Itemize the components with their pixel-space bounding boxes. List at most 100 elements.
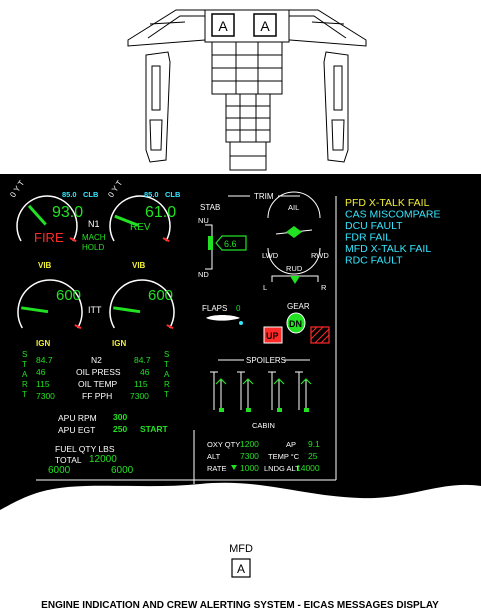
gear-right-hatching — [310, 326, 330, 344]
ail-lwd-label: LWD — [262, 251, 279, 260]
spoiler-bar — [295, 371, 312, 412]
cabin-oxy-label: OXY QTY — [207, 440, 240, 449]
cabin-lndg-alt-value: 14000 — [296, 463, 320, 473]
n1-right-needle — [114, 214, 139, 227]
n1-right-redline-tick — [162, 237, 170, 243]
oil-press-label: OIL PRESS — [76, 367, 121, 377]
figure-caption: ENGINE INDICATION AND CREW ALERTING SYST… — [41, 600, 439, 611]
start-letter: S — [164, 350, 169, 359]
mfd-marker-label: A — [237, 562, 245, 576]
stab-value: 6.6 — [224, 239, 237, 249]
engine-secondary-table: 84.7 N2 84.7 46 OIL PRESS 46 115 OIL TEM… — [36, 355, 151, 401]
flaps-wing-icon — [206, 315, 240, 321]
n2-left-value: 84.7 — [36, 355, 53, 365]
center-pedestal — [211, 41, 283, 171]
n2-label: N2 — [91, 355, 102, 365]
left-side-console — [145, 51, 171, 163]
cabin-oxy-value: 1200 — [240, 439, 259, 449]
spoilers-title: SPOILERS — [246, 356, 286, 365]
start-indicator-left: S T A R T — [22, 350, 28, 399]
n1-left-vib: VIB — [38, 261, 52, 270]
n1-left-mode: CLB — [83, 190, 99, 199]
n1-right-target: 85.0 — [144, 190, 159, 199]
trim-panel: TRIM STAB NU ND 6.6 AIL LWD RWD RUD L R — [198, 191, 329, 292]
start-letter: T — [22, 390, 27, 399]
gear-left-indicator — [263, 326, 283, 344]
itt-right-redline-tick — [166, 324, 174, 330]
n1-right-dial-arc — [109, 195, 171, 242]
screen-a-left-marker — [211, 13, 235, 37]
cabin-panel: CABIN OXY QTY 1200 AP 9.1 ALT 7300 TEMP … — [207, 421, 320, 473]
cas-message: CAS MISCOMPARE — [345, 209, 440, 221]
stab-nu-label: NU — [198, 216, 209, 225]
n1-left-dial-arc — [16, 195, 78, 242]
itt-right-dial-arc — [109, 279, 175, 329]
screen-a-left-label: A — [218, 18, 228, 34]
cas-message: MFD X-TALK FAIL — [345, 243, 431, 255]
n1-left-target: 85.0 — [62, 190, 77, 199]
start-letter: T — [22, 360, 27, 369]
n1-right-reverse: REV — [130, 222, 151, 233]
start-letter: R — [22, 380, 28, 389]
rud-l-label: L — [263, 283, 267, 292]
itt-label: ITT — [88, 305, 102, 315]
rud-pointer — [290, 276, 300, 284]
cabin-alt-value: 7300 — [240, 451, 259, 461]
rud-label: RUD — [286, 264, 303, 273]
spoiler-bar — [268, 371, 285, 412]
apu-rpm-label: APU RPM — [58, 413, 97, 423]
oil-press-right-value: 46 — [140, 367, 150, 377]
n1-left-needle — [27, 204, 47, 226]
rud-r-label: R — [321, 283, 327, 292]
n1-label: N1 — [88, 219, 100, 229]
cabin-temp-label: TEMP °C — [268, 452, 300, 461]
fuel-panel: FUEL QTY LBS TOTAL 12000 6000 6000 — [48, 444, 134, 476]
gear-left-up: UP — [266, 331, 279, 341]
n1-right-mode: CLB — [165, 190, 181, 199]
apu-rpm-value: 300 — [113, 412, 127, 422]
spoiler-bars — [210, 371, 312, 412]
n1-left-value: 93.0 — [52, 204, 83, 221]
gear-nose-indicator — [286, 312, 306, 334]
fuel-total-label: TOTAL — [55, 455, 82, 465]
fuel-right-value: 6000 — [111, 465, 134, 476]
flaps-position-marker — [239, 321, 243, 325]
ff-left-value: 7300 — [36, 391, 55, 401]
apu-panel: APU RPM 300 APU EGT 250 START — [58, 412, 169, 435]
cabin-rate-down-arrow-icon — [231, 465, 237, 470]
apu-start-status: START — [140, 424, 169, 434]
ff-right-value: 7300 — [130, 391, 149, 401]
cas-message: DCU FAULT — [345, 220, 403, 232]
cabin-temp-value: 25 — [308, 451, 318, 461]
mfd-label: MFD — [229, 543, 253, 555]
itt-right-gauge: 600 IGN — [109, 279, 175, 348]
start-letter: S — [22, 350, 27, 359]
cabin-ap-label: AP — [286, 440, 296, 449]
fuel-total-value: 12000 — [89, 454, 117, 465]
ff-pph-label: FF PPH — [82, 391, 112, 401]
cas-message: FDR FAIL — [345, 232, 391, 244]
itt-left-ign: IGN — [36, 339, 50, 348]
hold-label: HOLD — [82, 243, 104, 252]
stab-nd-label: ND — [198, 270, 209, 279]
itt-left-redline-tick — [74, 324, 82, 330]
spoiler-bar — [210, 371, 227, 412]
flaps-label: FLAPS — [202, 304, 227, 313]
itt-left-needle — [21, 306, 49, 314]
oil-temp-label: OIL TEMP — [78, 379, 118, 389]
spoiler-bar — [237, 371, 254, 412]
n1-left-redline-tick — [69, 237, 77, 243]
fuel-qty-label: FUEL QTY LBS — [55, 444, 115, 454]
stab-pointer — [215, 235, 247, 251]
cockpit-diagram: A A — [127, 9, 367, 171]
cas-message: RDC FAULT — [345, 255, 403, 267]
gear-panel: GEAR DN UP — [263, 302, 330, 344]
ail-rwd-label: RWD — [311, 251, 329, 260]
start-letter: T — [164, 390, 169, 399]
oil-temp-right-value: 115 — [134, 379, 148, 389]
itt-left-value: 600 — [56, 287, 81, 304]
apu-egt-value: 250 — [113, 424, 127, 434]
ail-dial — [267, 191, 321, 275]
